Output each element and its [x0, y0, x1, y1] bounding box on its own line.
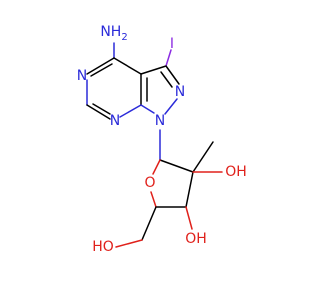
bond-c4-c3a	[113, 57, 142, 75]
bond-c4-n5-double	[90, 63, 113, 77]
n-pyrimidine-left-label: N	[77, 68, 87, 84]
n-pyrazole-1-label: N	[155, 113, 165, 129]
bond-c1p-c2p	[159, 159, 194, 173]
bond-c3a-c3	[140, 65, 167, 75]
bond-c6-n7	[86, 104, 111, 120]
bond-c4-n5	[86, 57, 115, 75]
bond-c3-n2-double	[160, 71, 173, 88]
bond-n1-c7a	[140, 104, 155, 114]
bond-c5p-oh	[115, 239, 143, 248]
bond-n7-c7a	[119, 104, 142, 118]
bond-n2-n1	[164, 98, 178, 115]
oh-3-label: OH	[225, 164, 247, 180]
bond-c6-n7-double	[92, 103, 111, 115]
nh2-label: NH2	[100, 24, 127, 43]
bond-c3-n2	[165, 65, 180, 85]
n-pyrimidine-bottom-label: N	[110, 113, 120, 129]
bond-c4p-o	[150, 191, 157, 208]
bond-c3p-oh	[185, 206, 193, 230]
bond-c2p-methyl	[192, 141, 214, 173]
oh-4-label: OH	[185, 231, 207, 247]
oh-5-label: HO	[92, 239, 114, 255]
bond-c4p-c5p	[141, 206, 157, 241]
structure-svg: NH2 I N N N N O OH OH HO	[77, 24, 247, 255]
iodine-label: I	[170, 36, 174, 52]
n-pyrazole-2-label: N	[175, 84, 185, 100]
molecule-diagram: NH2 I N N N N O OH OH HO	[77, 24, 247, 255]
bond-o-c1p	[152, 159, 161, 175]
bond-c2p-c3p	[185, 171, 194, 208]
bond-c3-i	[165, 49, 172, 67]
o-ring-label: O	[144, 175, 155, 191]
